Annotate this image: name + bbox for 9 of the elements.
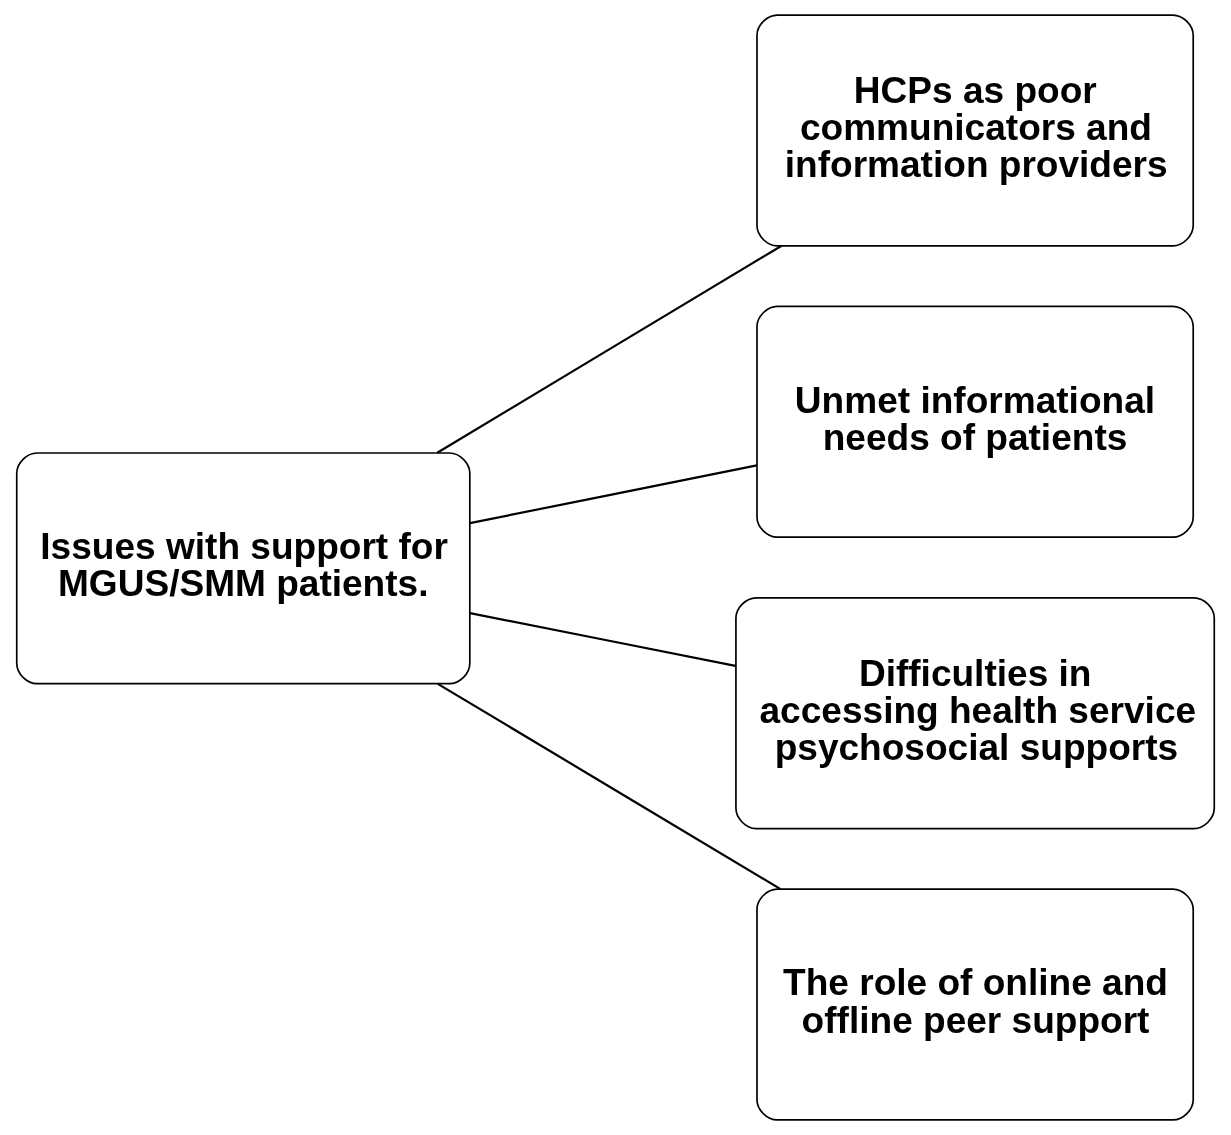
connector	[469, 612, 736, 667]
node-box: The role of online and offline peer support	[756, 888, 1195, 1121]
connector	[436, 245, 782, 454]
node-box: Issues with support for MGUS/SMM patients.	[15, 452, 471, 685]
node-box: Difficulties in accessing health service psychosocial supports	[735, 597, 1216, 830]
node-box: Unmet informational needs of patients	[756, 305, 1195, 538]
connector	[469, 464, 757, 525]
connector	[437, 682, 781, 890]
node-box: HCPs as poor communicators and information providers	[756, 14, 1195, 247]
